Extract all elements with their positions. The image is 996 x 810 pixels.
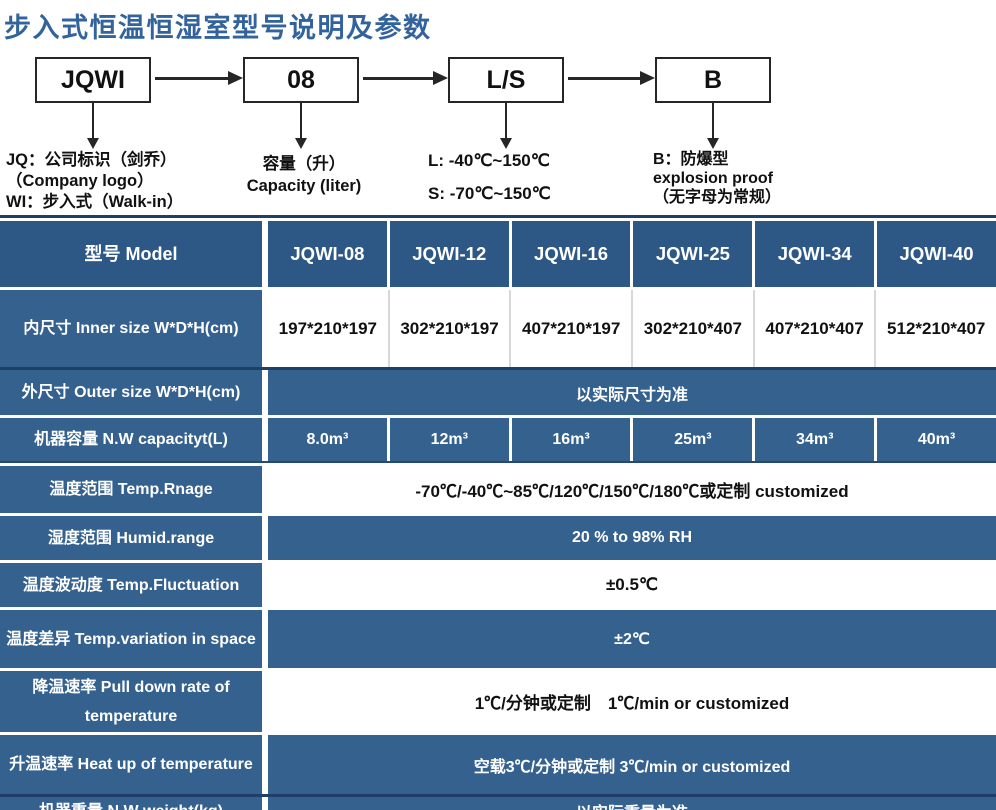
page-title: 步入式恒温恒湿室型号说明及参数 — [4, 13, 432, 43]
table-row-temp-range: 温度范围 Temp.Rnage -70℃/-40℃~85℃/120℃/150℃/… — [0, 466, 996, 513]
model-cell: JQWI-40 — [874, 221, 996, 287]
capacity-cell: 40m³ — [874, 418, 996, 461]
down-arrow-icon — [500, 101, 512, 149]
diagram-box-ls: L/S — [448, 57, 564, 103]
spec-table: 型号 Model JQWI-08 JQWI-12 JQWI-16 JQWI-25… — [0, 215, 996, 810]
note-company-logo: JQ：公司标识（剑乔） （Company logo） WI：步入式（Walk-i… — [6, 150, 183, 213]
row-header-weight: 机器重量 N.W weight(kg) — [0, 797, 268, 810]
table-row-temp-fluctuation: 温度波动度 Temp.Fluctuation ±0.5℃ — [0, 563, 996, 607]
note-line: Capacity (liter) — [246, 177, 362, 195]
model-cell: JQWI-16 — [508, 221, 631, 287]
note-line: S: -70℃~150℃ — [428, 184, 551, 203]
row-header-temp-range: 温度范围 Temp.Rnage — [0, 466, 268, 513]
pull-down-rate-value: 1℃/分钟或定制 1℃/min or customized — [268, 671, 996, 732]
capacity-cell: 12m³ — [386, 418, 509, 461]
table-row-pull-down-rate: 降温速率 Pull down rate of temperature 1℃/分钟… — [0, 671, 996, 732]
note-line: （无字母为常规） — [653, 189, 782, 206]
row-header-inner-size: 内尺寸 Inner size W*D*H(cm) — [0, 290, 268, 367]
heat-up-rate-value: 空载3℃/分钟或定制 3℃/min or customized — [268, 735, 996, 794]
inner-size-cell: 512*210*407 — [874, 290, 996, 367]
capacity-cell: 34m³ — [752, 418, 875, 461]
row-header-temp-variation: 温度差异 Temp.variation in space — [0, 610, 268, 668]
inner-size-cell: 407*210*407 — [752, 290, 875, 367]
model-cell: JQWI-34 — [752, 221, 875, 287]
temp-range-value: -70℃/-40℃~85℃/120℃/150℃/180℃或定制 customiz… — [268, 466, 996, 513]
row-header-temp-fluctuation: 温度波动度 Temp.Fluctuation — [0, 563, 268, 607]
table-row-humidity-range: 湿度范围 Humid.range 20 % to 98% RH — [0, 516, 996, 560]
row-header-humidity-range: 湿度范围 Humid.range — [0, 516, 268, 560]
temp-variation-value: ±2℃ — [268, 610, 996, 668]
down-arrow-icon — [707, 101, 719, 149]
note-capacity: 容量（升） Capacity (liter) — [226, 153, 382, 197]
model-cell: JQWI-08 — [268, 221, 387, 287]
right-arrow-icon — [155, 71, 243, 85]
note-line: WI：步入式（Walk-in） — [6, 193, 184, 211]
row-header-heat-up-rate: 升温速率 Heat up of temperature — [0, 735, 268, 794]
table-row-heat-up-rate: 升温速率 Heat up of temperature 空载3℃/分钟或定制 3… — [0, 735, 996, 794]
note-line: explosion proof — [653, 170, 773, 187]
right-arrow-icon — [568, 71, 655, 85]
diagram-box-jqwi: JQWI — [35, 57, 151, 103]
table-row-model-header: 型号 Model JQWI-08 JQWI-12 JQWI-16 JQWI-25… — [0, 221, 996, 287]
capacity-cell: 16m³ — [508, 418, 631, 461]
note-line: L: -40℃~150℃ — [428, 151, 550, 170]
row-header-pull-down-rate: 降温速率 Pull down rate of temperature — [0, 671, 268, 732]
outer-size-value: 以实际尺寸为准 — [268, 370, 996, 415]
row-header-outer-size: 外尺寸 Outer size W*D*H(cm) — [0, 370, 268, 415]
model-cell: JQWI-25 — [630, 221, 753, 287]
right-arrow-icon — [363, 71, 448, 85]
table-row-weight: 机器重量 N.W weight(kg) 以实际重量为准 — [0, 794, 996, 810]
note-line: （Company logo） — [6, 172, 154, 190]
inner-size-cell: 407*210*197 — [509, 290, 632, 367]
note-line: JQ：公司标识（剑乔） — [6, 151, 177, 169]
model-cell: JQWI-12 — [386, 221, 509, 287]
inner-size-cell: 197*210*197 — [268, 290, 388, 367]
down-arrow-icon — [87, 101, 99, 149]
weight-value: 以实际重量为准 — [268, 797, 996, 810]
note-line: 容量（升） — [262, 155, 346, 173]
note-explosion-proof: B：防爆型 explosion proof （无字母为常规） — [653, 150, 781, 207]
row-header-capacity: 机器容量 N.W capacityt(L) — [0, 418, 268, 461]
table-row-capacity: 机器容量 N.W capacityt(L) 8.0m³ 12m³ 16m³ 25… — [0, 418, 996, 463]
table-row-temp-variation: 温度差异 Temp.variation in space ±2℃ — [0, 610, 996, 668]
capacity-cell: 8.0m³ — [268, 418, 387, 461]
capacity-cell: 25m³ — [630, 418, 753, 461]
note-temperature-type: L: -40℃~150℃ S: -70℃~150℃ — [428, 151, 551, 217]
humidity-range-value: 20 % to 98% RH — [268, 516, 996, 560]
inner-size-cell: 302*210*197 — [387, 290, 510, 367]
inner-size-cell: 302*210*407 — [631, 290, 753, 367]
down-arrow-icon — [295, 101, 307, 149]
diagram-box-b: B — [655, 57, 771, 103]
table-row-inner-size: 内尺寸 Inner size W*D*H(cm) 197*210*197 302… — [0, 290, 996, 367]
diagram-box-08: 08 — [243, 57, 359, 103]
row-header-model: 型号 Model — [0, 221, 268, 287]
table-row-outer-size: 外尺寸 Outer size W*D*H(cm) 以实际尺寸为准 — [0, 367, 996, 415]
note-line: B：防爆型 — [653, 151, 729, 168]
temp-fluctuation-value: ±0.5℃ — [268, 563, 996, 607]
